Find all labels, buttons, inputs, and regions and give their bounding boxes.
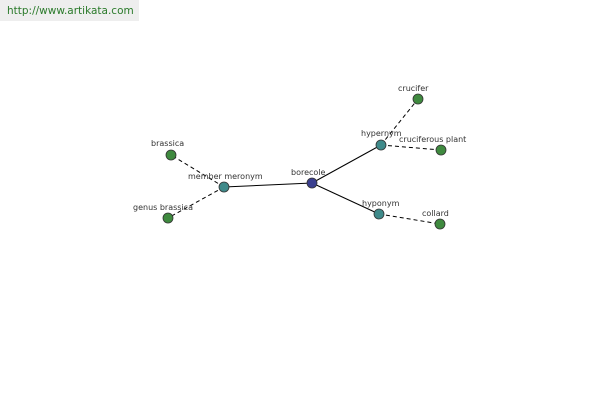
edge-member-meronym-to-brassica <box>170 154 225 188</box>
edge-borecole-to-member-meronym <box>223 182 313 188</box>
node-dot-brassica[interactable] <box>165 149 177 161</box>
node-hypernym[interactable]: hypernym <box>361 129 402 151</box>
node-label-genus-brassica[interactable]: genus brassica <box>133 203 193 212</box>
edge-member-meronym-to-genus-brassica <box>167 186 225 219</box>
node-label-crucifer[interactable]: crucifer <box>398 84 429 93</box>
edge-hyponym-to-collard <box>378 213 441 225</box>
node-cruciferous-plant[interactable]: cruciferous plant <box>399 135 466 156</box>
node-label-hyponym[interactable]: hyponym <box>362 199 400 208</box>
node-dot-hypernym[interactable] <box>375 139 387 151</box>
edge-hypernym-to-crucifer <box>380 98 419 146</box>
node-label-brassica[interactable]: brassica <box>151 139 184 148</box>
node-dot-crucifer[interactable] <box>412 93 424 105</box>
nodes-layer: borecole member meronym hypernym hyponym bra… <box>133 84 466 230</box>
node-dot-cruciferous-plant[interactable] <box>435 144 447 156</box>
edge-hypernym-to-cruciferous-plant <box>380 144 442 151</box>
node-label-member-meronym[interactable]: member meronym <box>188 172 263 181</box>
node-member-meronym[interactable]: member meronym <box>188 172 263 193</box>
node-dot-hyponym[interactable] <box>373 208 385 220</box>
edge-borecole-to-hypernym <box>311 144 382 184</box>
node-brassica[interactable]: brassica <box>151 139 184 161</box>
node-dot-borecole[interactable] <box>306 177 318 189</box>
node-collard[interactable]: collard <box>422 209 449 230</box>
node-dot-collard[interactable] <box>434 218 446 230</box>
node-label-hypernym[interactable]: hypernym <box>361 129 402 138</box>
node-label-collard[interactable]: collard <box>422 209 449 218</box>
node-genus-brassica[interactable]: genus brassica <box>133 203 193 224</box>
node-crucifer[interactable]: crucifer <box>398 84 429 105</box>
node-hyponym[interactable]: hyponym <box>362 199 400 220</box>
url-link[interactable]: http://www.artikata.com <box>7 5 134 17</box>
edge-borecole-to-hyponym <box>311 182 380 215</box>
node-label-cruciferous-plant[interactable]: cruciferous plant <box>399 135 466 144</box>
node-dot-member-meronym[interactable] <box>218 181 230 193</box>
node-dot-genus-brassica[interactable] <box>162 212 174 224</box>
url-banner[interactable]: http://www.artikata.com <box>0 0 139 21</box>
edges-layer <box>167 98 442 225</box>
node-borecole[interactable]: borecole <box>291 168 326 189</box>
node-label-borecole[interactable]: borecole <box>291 168 326 177</box>
